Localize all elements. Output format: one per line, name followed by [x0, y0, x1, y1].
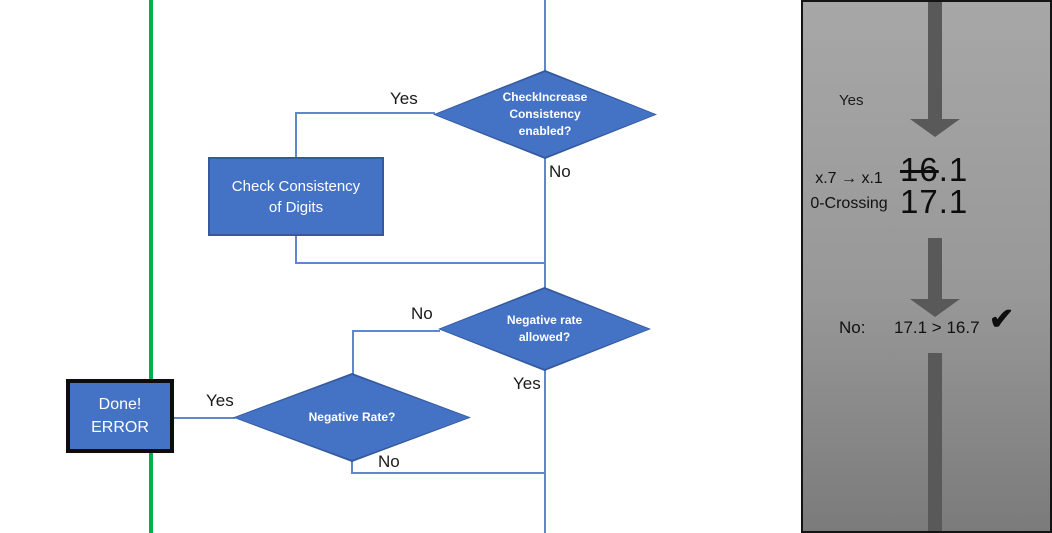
- connector-no-vertical: [352, 330, 354, 375]
- node-text-line: CheckIncrease: [502, 90, 588, 104]
- decision-check-increase-text: CheckIncrease Consistency enabled?: [433, 70, 657, 159]
- value-comparison-block: 16.1 17.1: [900, 151, 969, 220]
- branch-label-no-mid: No: [411, 304, 433, 323]
- decision-check-increase: CheckIncrease Consistency enabled?: [433, 70, 657, 159]
- new-value: 17.1: [900, 183, 969, 220]
- branch-label-yes-top: Yes: [390, 89, 418, 108]
- decision-negative-rate-allowed: Negative rate allowed?: [438, 287, 651, 371]
- old-value: 16.1: [900, 151, 969, 188]
- branch-label-yes-mid: Yes: [513, 374, 541, 393]
- connector-top-vertical: [544, 0, 546, 71]
- connector-process-down: [295, 235, 297, 264]
- old-value-rest: .1: [938, 151, 969, 188]
- branch-label-no-top: No: [549, 162, 571, 181]
- node-text-line: Check Consistency: [231, 177, 361, 195]
- node-text-line: Done!: [98, 396, 142, 413]
- down-arrow-shaft: [928, 353, 942, 531]
- rule-line-2: 0-Crossing: [810, 195, 888, 212]
- branch-label-no-bottom: No: [378, 452, 400, 471]
- down-arrow-head: [910, 119, 960, 137]
- decision-negative-rate: Negative Rate?: [233, 373, 471, 462]
- down-arrow-head: [910, 299, 960, 317]
- down-arrow-shaft: [928, 238, 942, 300]
- down-arrow-shaft: [928, 2, 942, 120]
- panel-result-row: No: 17.1 > 16.7: [839, 318, 980, 338]
- rule-line-1: x.7 → x.1: [815, 170, 883, 187]
- panel-comparison: 17.1 > 16.7: [894, 318, 980, 337]
- connector-mid-vertical: [544, 158, 546, 289]
- process-check-consistency: Check Consistency of Digits: [208, 157, 384, 236]
- node-text-line: Consistency: [509, 107, 581, 121]
- decision-negative-rate-text: Negative Rate?: [233, 373, 471, 462]
- branch-label-yes-done: Yes: [206, 391, 234, 410]
- connector-negrate-right: [351, 472, 546, 474]
- panel-no-label: No:: [839, 318, 866, 337]
- node-text-line: of Digits: [268, 198, 324, 216]
- green-guide-line: [149, 0, 153, 533]
- node-text-line: enabled?: [518, 124, 572, 138]
- connector-negrate-down: [351, 461, 353, 474]
- decision-negative-rate-allowed-text: Negative rate allowed?: [438, 287, 651, 371]
- connector-done-horizontal: [174, 417, 235, 419]
- old-value-strikethrough: 16: [900, 151, 939, 188]
- connector-yes-vertical: [295, 112, 297, 158]
- node-text-line: allowed?: [518, 330, 571, 344]
- side-panel: Yes x.7 → x.1 0-Crossing 16.1 17.1 No: 1…: [801, 0, 1052, 533]
- connector-process-right: [295, 262, 546, 264]
- node-text-line: Negative Rate?: [308, 410, 396, 424]
- connector-bottom-vertical: [544, 369, 546, 533]
- node-text-line: ERROR: [91, 419, 149, 436]
- checkmark-icon: ✔: [989, 303, 1015, 336]
- connector-yes-horizontal: [295, 112, 435, 114]
- rule-text: x.7 → x.1 0-Crossing: [803, 166, 895, 216]
- node-text-line: Negative rate: [506, 313, 583, 327]
- connector-no-horizontal: [352, 330, 440, 332]
- panel-yes-label: Yes: [839, 92, 864, 109]
- terminal-done-error: Done! ERROR: [66, 379, 174, 453]
